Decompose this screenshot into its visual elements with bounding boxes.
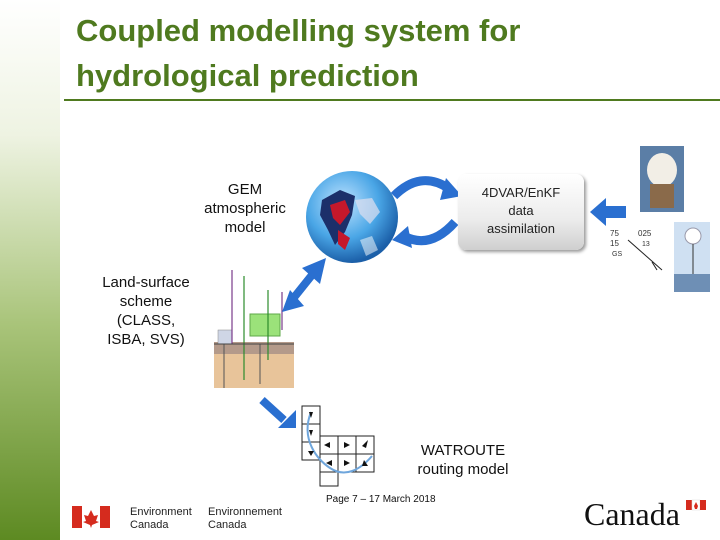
watroute-line-2: routing model [417, 461, 509, 478]
svg-text:GS: GS [612, 251, 622, 258]
assim-line-3: assimilation [487, 221, 555, 236]
ls-line-1: Land-surface [102, 274, 190, 291]
gem-line-3: model [224, 219, 266, 236]
slide-title: Coupled modelling system for hydrologica… [76, 8, 696, 98]
dept-en-line-2: Canada [130, 519, 169, 531]
title-line-1: Coupled modelling system for [76, 13, 521, 48]
ls-line-3: (CLASS, [116, 312, 176, 329]
assimilation-box: 4DVAR/EnKF data assimilation [458, 174, 584, 250]
svg-text:13: 13 [642, 241, 650, 248]
title-divider [64, 99, 720, 101]
obs-arrow [590, 198, 626, 226]
watroute-line-1: WATROUTE [420, 442, 506, 459]
dept-fr-line-2: Canada [208, 519, 247, 531]
ls-line-4: ISBA, SVS) [107, 331, 185, 348]
gem-label: GEM atmospheric model [190, 180, 300, 237]
globe-image [306, 171, 398, 263]
observation-images: 75 025 15 13 GS [610, 146, 710, 292]
dept-en-line-1: Environment [130, 506, 192, 518]
svg-text:025: 025 [638, 229, 652, 238]
diagonal-arrow [282, 258, 326, 312]
title-line-2: hydrological prediction [76, 58, 419, 93]
assim-line-2: data [508, 203, 534, 218]
cycle-arrows [390, 176, 462, 248]
assim-line-1: 4DVAR/EnKF [481, 185, 561, 200]
ls-line-2: scheme [119, 293, 173, 310]
dept-name-en: Environment Canada [130, 506, 192, 532]
canada-flag-icon [72, 506, 110, 528]
gem-line-2: atmospheric [204, 200, 286, 217]
dept-fr-line-1: Environnement [208, 506, 282, 518]
land-surface-schematic [214, 264, 294, 388]
sidebar-gradient [0, 0, 60, 540]
assimilation-label: 4DVAR/EnKF data assimilation [458, 184, 584, 238]
gem-line-1: GEM [227, 181, 263, 198]
wordmark-flag-icon [686, 499, 706, 511]
canada-wordmark: Canada [584, 496, 680, 532]
watroute-label: WATROUTE routing model [396, 441, 530, 479]
river-path [306, 411, 373, 474]
svg-text:75: 75 [610, 229, 619, 238]
dept-name-fr: Environnement Canada [208, 506, 282, 532]
svg-text:15: 15 [610, 239, 619, 248]
page-info: Page 7 – 17 March 2018 [326, 494, 436, 505]
landsurface-label: Land-surface scheme (CLASS, ISBA, SVS) [86, 273, 206, 349]
flow-arrows [308, 412, 368, 466]
routing-arrow [259, 397, 296, 428]
routing-grid [301, 405, 375, 487]
